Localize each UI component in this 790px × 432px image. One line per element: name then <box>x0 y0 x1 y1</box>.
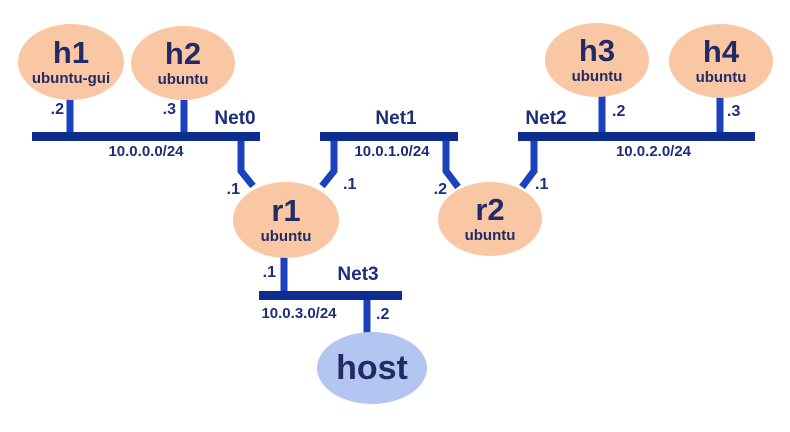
node-h4-name: h4 <box>702 33 740 69</box>
if-h4-net2-ip: .3 <box>727 103 741 120</box>
node-h1-os: ubuntu-gui <box>31 69 111 87</box>
node-r1-os: ubuntu <box>260 227 312 245</box>
node-h2: h2 ubuntu <box>131 26 235 100</box>
net3-label: Net3 <box>337 264 379 285</box>
if-r1-net0-ip: .1 <box>226 181 240 198</box>
net1-label: Net1 <box>375 108 417 129</box>
net2-label: Net2 <box>525 108 567 129</box>
if-host-net3-ip: .2 <box>376 306 390 323</box>
bus-net2 <box>518 132 755 141</box>
node-h4: h4 ubuntu <box>669 24 773 98</box>
net0-label: Net0 <box>214 108 256 129</box>
link-r2-net1 <box>442 133 461 190</box>
net2-cidr: 10.0.2.0/24 <box>615 143 692 160</box>
node-r2: r2 ubuntu <box>438 182 542 256</box>
bus-net1 <box>320 132 458 141</box>
if-r1-net3-ip: .1 <box>262 264 276 281</box>
link-r2-net2 <box>519 133 538 190</box>
node-r1: r1 ubuntu <box>233 182 339 258</box>
if-r2-net2-ip: .1 <box>535 176 549 193</box>
if-h1-net0-ip: .2 <box>50 101 64 118</box>
node-h3-name: h3 <box>578 32 616 68</box>
if-r2-net1-ip: .2 <box>433 181 447 198</box>
link-r1-net0 <box>237 133 256 189</box>
net0-cidr: 10.0.0.0/24 <box>108 143 184 160</box>
bus-net3 <box>259 291 402 300</box>
node-host: host <box>317 332 427 404</box>
node-h2-os: ubuntu <box>157 70 209 88</box>
node-h2-name: h2 <box>164 35 202 71</box>
bus-net0 <box>32 132 260 141</box>
node-r1-name: r1 <box>271 192 301 228</box>
node-h3: h3 ubuntu <box>545 23 649 97</box>
node-r2-name: r2 <box>475 191 505 227</box>
net1-cidr: 10.0.1.0/24 <box>354 143 430 160</box>
if-h3-net2-ip: .2 <box>612 103 626 120</box>
if-r1-net1-ip: .1 <box>343 176 357 193</box>
node-h1: h1 ubuntu-gui <box>18 24 124 100</box>
node-host-name: host <box>336 349 408 387</box>
node-h3-os: ubuntu <box>571 67 623 85</box>
node-r2-os: ubuntu <box>464 226 516 244</box>
link-r1-net1 <box>319 133 338 189</box>
net3-cidr: 10.0.3.0/24 <box>261 305 337 322</box>
node-h1-name: h1 <box>52 34 90 70</box>
if-h2-net0-ip: .3 <box>162 101 176 118</box>
node-h4-os: ubuntu <box>695 68 747 86</box>
